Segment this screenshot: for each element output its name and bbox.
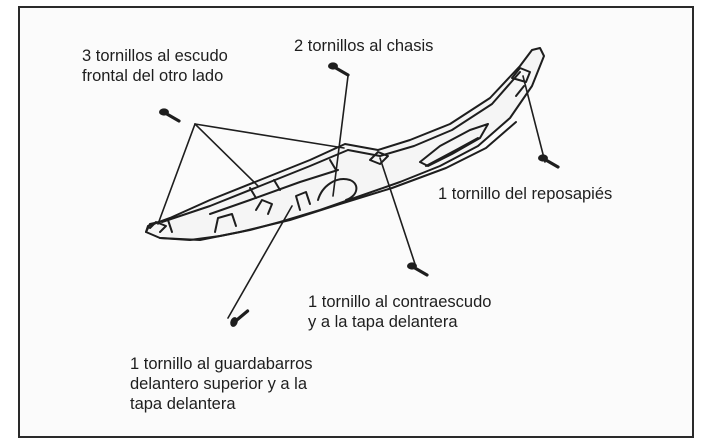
label-line: 1 tornillo al guardabarros [130,355,313,373]
label-line: 1 tornillo al contraescudo [308,293,492,311]
label-line: 3 tornillos al escudo [82,47,228,65]
leader-line [227,205,293,319]
leader-line [194,123,259,187]
label-line: 2 tornillos al chasis [294,37,434,55]
figure-frame [18,6,694,438]
label-contraescudo-screw: 1 tornillo al contraescudo y a la tapa d… [308,292,491,332]
leader-line [332,75,349,197]
screw-icon [157,106,181,123]
leader-line [379,157,416,265]
label-chasis-screws: 2 tornillos al chasis [294,36,433,56]
leader-line [157,123,196,225]
leader-lines [157,75,546,319]
label-line: tapa delantera [130,395,236,413]
leader-line [194,123,345,149]
label-line: y a la tapa delantera [308,313,458,331]
label-escudo-screws: 3 tornillos al escudo frontal del otro l… [82,46,228,86]
floorboard-panel [145,47,545,241]
label-line: 1 tornillo del reposapiés [438,185,613,203]
label-line: frontal del otro lado [82,67,224,85]
screw-icon [326,60,350,77]
leader-line [522,75,546,163]
screw-icon [405,260,429,277]
label-guardabarros-screw: 1 tornillo al guardabarros delantero sup… [130,354,313,414]
screw-icon [536,152,560,169]
label-line: delantero superior y a la [130,375,308,393]
label-reposapies-screw: 1 tornillo del reposapiés [438,184,612,204]
